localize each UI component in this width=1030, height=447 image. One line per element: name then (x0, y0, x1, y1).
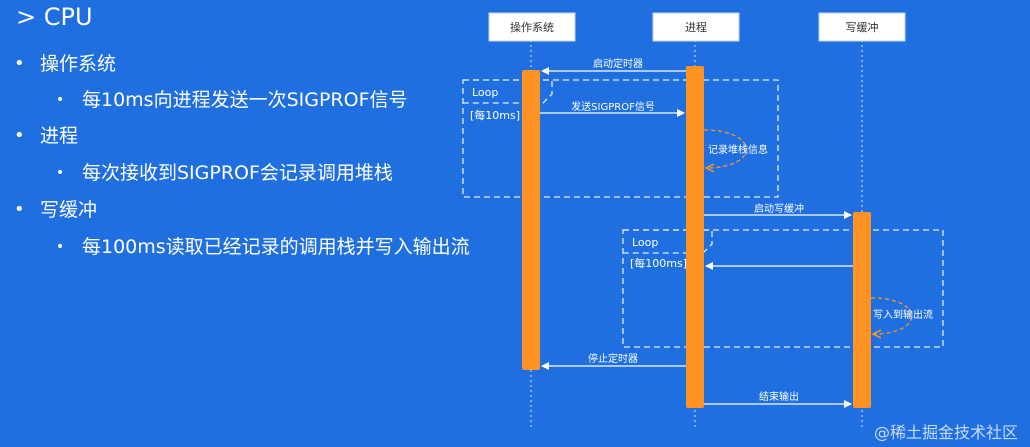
msg-send-signal-label: 发送SIGPROF信号 (571, 100, 655, 113)
participant-os: 操作系统 (488, 12, 576, 42)
bullet-dot: • (14, 53, 25, 74)
bullet-process-text: 进程 (40, 125, 79, 147)
loop-guard-100ms: [每100ms] (630, 256, 687, 270)
bullet-buffer-text: 写缓冲 (40, 199, 98, 221)
sub-bullet-process-text: 每次接收到SIGPROF会记录调用堆栈 (82, 162, 393, 184)
sub-bullet-dot: • (56, 239, 65, 255)
participant-buffer-label: 写缓冲 (846, 20, 879, 34)
slide-title: > CPU (16, 3, 93, 31)
msg-start-timer: 启动定时器 (541, 57, 686, 75)
bullet-dot: • (14, 199, 25, 220)
activation-os (522, 70, 540, 370)
msg-write-output-label: 写入到输出流 (873, 308, 933, 321)
msg-stop-timer-label: 停止定时器 (588, 352, 638, 365)
msg-send-signal: 发送SIGPROF信号 (540, 100, 685, 117)
loop-frame-100ms: Loop [每100ms] (622, 229, 944, 348)
participant-buffer: 写缓冲 (818, 12, 906, 42)
sub-bullet-process: • 每次接收到SIGPROF会记录调用堆栈 (56, 161, 393, 185)
sub-bullet-buffer: • 每100ms读取已经记录的调用栈并写入输出流 (56, 235, 470, 259)
msg-start-timer-label: 启动定时器 (593, 57, 643, 70)
msg-start-buffer: 启动写缓冲 (704, 202, 852, 219)
loop-label-10ms: Loop (472, 86, 498, 99)
msg-end-output-label: 结束输出 (759, 390, 799, 403)
participant-process-label: 进程 (685, 21, 707, 34)
bullet-buffer: • 写缓冲 (14, 198, 98, 222)
msg-stop-timer: 停止定时器 (541, 352, 686, 370)
participant-process: 进程 (652, 12, 740, 42)
msg-record-stack-label: 记录堆栈信息 (708, 143, 768, 156)
bullet-process: • 进程 (14, 124, 79, 148)
bullet-os: • 操作系统 (14, 52, 117, 76)
sub-bullet-dot: • (56, 92, 65, 108)
loop-guard-10ms: [每10ms] (470, 108, 520, 122)
bullet-os-text: 操作系统 (40, 53, 117, 75)
sub-bullet-dot: • (56, 165, 65, 181)
msg-end-output: 结束输出 (704, 390, 852, 408)
msg-write-output: 写入到输出流 (870, 297, 933, 334)
loop-label-100ms: Loop (632, 236, 658, 249)
bullet-dot: • (14, 125, 25, 146)
sub-bullet-os: • 每10ms向进程发送一次SIGPROF信号 (56, 88, 408, 112)
msg-record-stack: 记录堆栈信息 (703, 129, 768, 168)
activation-buffer (853, 212, 871, 408)
msg-start-buffer-label: 启动写缓冲 (754, 202, 804, 215)
sub-bullet-os-text: 每10ms向进程发送一次SIGPROF信号 (82, 89, 408, 111)
sub-bullet-buffer-text: 每100ms读取已经记录的调用栈并写入输出流 (82, 236, 470, 258)
activation-process (686, 66, 704, 408)
watermark: @稀土掘金技术社区 (873, 423, 1018, 442)
loop-frame-10ms: Loop [每10ms] (462, 79, 779, 198)
participant-os-label: 操作系统 (510, 20, 554, 34)
